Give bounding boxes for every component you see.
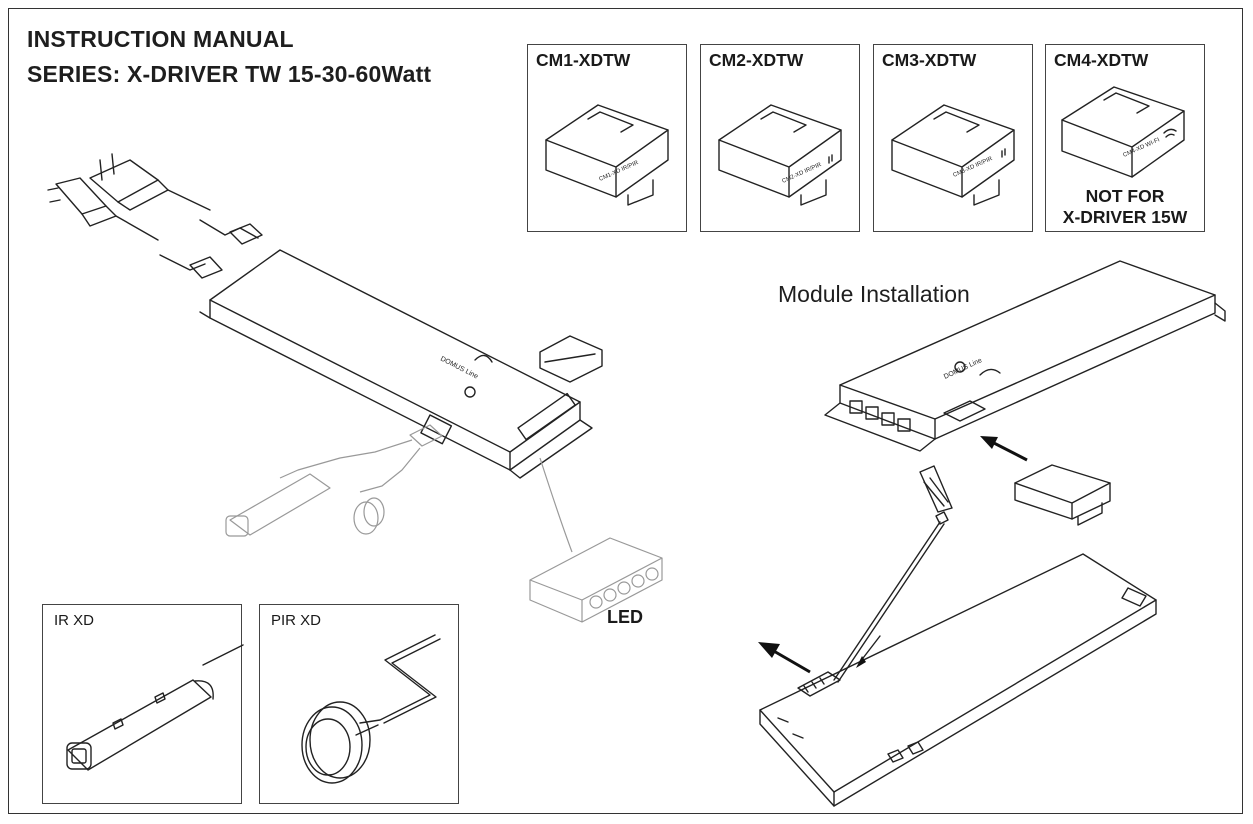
module-name: CM2-XDTW [709,50,804,70]
module-cm3-drawing: CM3-XD IR/PIR [891,104,1015,206]
module-card-cm4: CM4-XDTW CM4-XD WI-FI NOT FOR X-DRIVER 1… [1045,44,1205,232]
ir-sensor-drawing [66,644,244,771]
installation-board-drawing [758,465,1157,807]
module-card-cm1: CM1-XDTW CM1-XD IR/PIR [527,44,687,232]
loose-module [539,335,603,383]
driver-brand-label: DOMUS Line [943,357,983,381]
module-cm1-drawing: CM1-XD IR/PIR [545,104,669,206]
driver-housing: DOMUS Line [199,249,593,479]
module-installation-heading: Module Installation [778,281,970,307]
page-frame [8,8,1243,814]
driver-assembly-drawing: DOMUS Line [47,153,663,623]
module-name: CM4-XDTW [1054,50,1149,70]
module-cm2-drawing: CM2-XD IR/PIR [718,104,842,206]
sensor-card-pir: PIR XD [259,604,459,804]
module-card-cm3: CM3-XDTW CM3-XD IR/PIR [873,44,1033,232]
module-label: CM2-XD IR/PIR [781,162,823,185]
note-line-1: NOT FOR [1085,186,1165,206]
sensor-name: PIR XD [271,612,322,629]
ir-sensor-preview [225,473,331,537]
module-name: CM3-XDTW [882,50,977,70]
pir-sensor-drawing [301,634,441,784]
installation-driver-drawing: DOMUS Line [824,260,1226,526]
sensor-card-ir: IR XD [42,604,244,804]
module-note: NOT FOR X-DRIVER 15W [1046,186,1204,228]
manual-title: INSTRUCTION MANUAL [27,26,294,52]
power-plug-us [47,177,159,241]
sensor-cables [279,424,443,493]
driver-brand-label: DOMUS Line [439,356,479,381]
module-cm4-drawing: CM4-XD WI-FI [1061,86,1185,178]
sensor-name: IR XD [54,612,95,629]
pir-sensor-preview [353,497,385,535]
power-plug-eu [89,153,211,211]
module-card-cm2: CM2-XDTW CM2-XD IR/PIR [700,44,860,232]
series-title: SERIES: X-DRIVER TW 15-30-60Watt [27,61,432,87]
cable-connectors [159,219,263,279]
note-line-2: X-DRIVER 15W [1062,207,1188,227]
module-name: CM1-XDTW [536,50,631,70]
led-distributor [529,457,663,623]
led-label: LED [607,607,643,627]
